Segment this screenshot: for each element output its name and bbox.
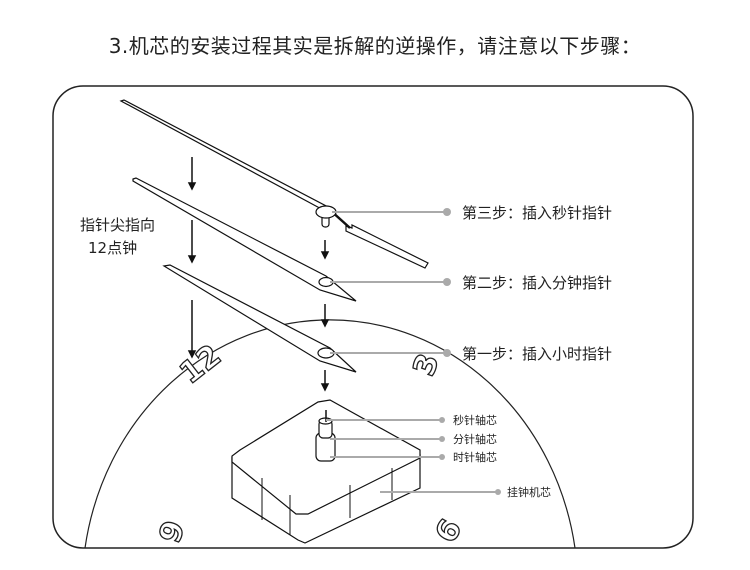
minute-hand xyxy=(132,177,357,302)
frame xyxy=(52,85,694,549)
hint-line-2: 12点钟 xyxy=(88,239,137,257)
minute-shaft-label: 分针轴芯 xyxy=(453,432,497,446)
hour-shaft-label: 时针轴芯 xyxy=(453,450,497,464)
dial-number-6: 6 xyxy=(429,513,470,549)
page-title: 3.机芯的安装过程其实是拆解的逆操作，请注意以下步骤： xyxy=(108,34,642,58)
step-3-label: 第三步：插入秒针指针 xyxy=(462,204,612,222)
hour-hand xyxy=(162,264,357,373)
clock-dial xyxy=(84,319,576,549)
movement-label: 挂钟机芯 xyxy=(507,485,551,499)
second-hand xyxy=(119,99,429,269)
hint-line-1: 指针尖指向 xyxy=(80,216,155,234)
arrows xyxy=(187,157,330,392)
step-1-label: 第一步：插入小时指针 xyxy=(462,345,612,363)
step-2-label: 第二步：插入分钟指针 xyxy=(462,274,612,292)
clock-movement xyxy=(231,399,421,544)
second-shaft-label: 秒针轴芯 xyxy=(453,413,497,427)
dial-number-9: 9 xyxy=(153,516,193,548)
dial-number-12: 12 xyxy=(173,338,227,391)
